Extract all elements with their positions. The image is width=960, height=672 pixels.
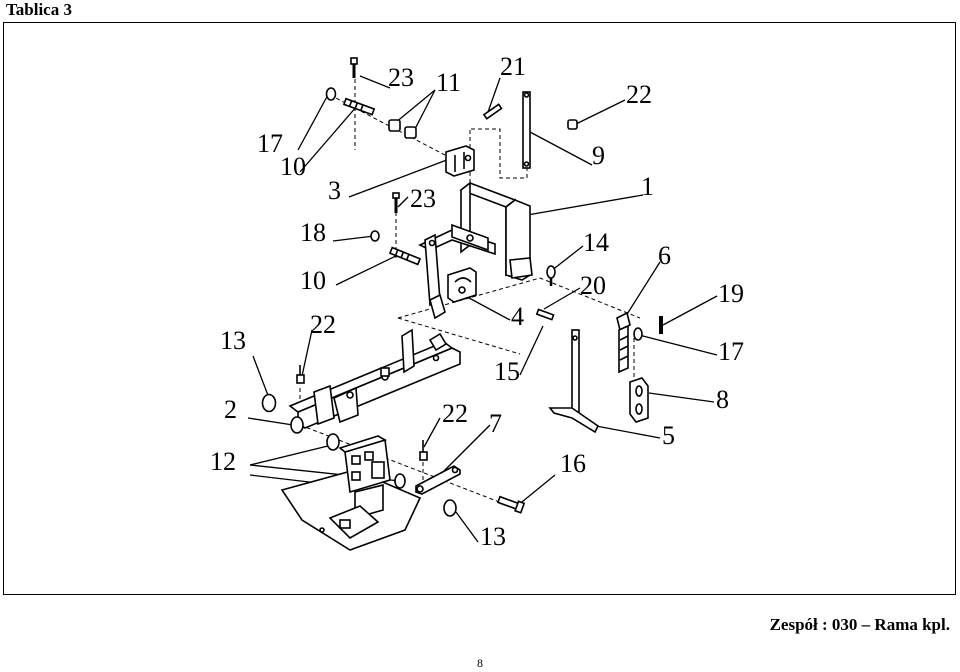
callout-23: 23 [388, 63, 414, 92]
bolt-16 [496, 495, 526, 514]
callout-1: 1 [641, 172, 654, 201]
nut-11 [388, 119, 401, 132]
leader-line [394, 89, 436, 124]
link-7 [415, 465, 461, 495]
callout-14: 14 [583, 228, 609, 257]
leader-line [299, 105, 358, 173]
leader-line [297, 92, 330, 151]
leader-line [516, 474, 556, 507]
callout-21: 21 [500, 52, 526, 81]
callout-11: 11 [436, 68, 461, 97]
callout-22b: 22 [310, 310, 336, 339]
bracket-3 [445, 145, 475, 177]
callout-6: 6 [658, 241, 671, 270]
callout-23b: 23 [410, 184, 436, 213]
leader-line [519, 325, 544, 376]
beam-2 [288, 328, 461, 434]
bolt-20 [535, 308, 555, 321]
callout-10: 10 [280, 152, 306, 181]
callout-2: 2 [224, 395, 237, 424]
bolt-10-mid [388, 246, 422, 266]
callout-17: 17 [257, 129, 283, 158]
gearbox-12 [280, 435, 422, 551]
leader-line [575, 99, 626, 125]
plate-8 [629, 377, 649, 423]
ring-13 [261, 393, 277, 413]
nut-11 [404, 126, 417, 139]
ring-13 [443, 499, 457, 517]
bolt-10-top [342, 97, 376, 116]
callout-3: 3 [328, 176, 341, 205]
callout-13b: 13 [480, 522, 506, 551]
bolt-23-top [350, 57, 358, 78]
leader-line [648, 392, 715, 403]
assembly-caption: Zespół : 030 – Rama kpl. [769, 615, 950, 634]
drawing-frame [3, 22, 956, 595]
leader-line [423, 417, 441, 448]
callout-20: 20 [580, 271, 606, 300]
clamp-4 [447, 267, 477, 303]
leader-line [332, 235, 375, 242]
nut-22-lower [419, 440, 428, 461]
callout-19: 19 [718, 279, 744, 308]
leader-line [397, 196, 409, 208]
leader-line [623, 261, 661, 320]
callout-8: 8 [716, 385, 729, 414]
callout-12: 12 [210, 447, 236, 476]
nut-22 [296, 365, 305, 384]
page-number: 8 [477, 656, 483, 670]
assembly-axis [299, 424, 521, 511]
leader-line [413, 89, 436, 132]
leader-line [437, 424, 491, 478]
eyebolt-14 [546, 265, 556, 286]
callout-13: 13 [220, 326, 246, 355]
leader-line [455, 511, 479, 543]
callout-4: 4 [511, 302, 524, 331]
leader-line [509, 194, 644, 219]
callout-7: 7 [489, 409, 502, 438]
page-title: Tablica 3 [6, 0, 72, 19]
callout-5: 5 [662, 421, 675, 450]
upright-5 [548, 329, 600, 434]
pin-21 [482, 103, 503, 120]
leader-line [543, 287, 581, 310]
leader-line [550, 245, 584, 272]
callout-17b: 17 [718, 337, 744, 366]
leader-line [348, 157, 453, 198]
leader-line [335, 252, 403, 286]
callout-9: 9 [592, 141, 605, 170]
assembly-axis [471, 98, 528, 179]
washer-18 [370, 230, 380, 242]
assembly-axis [397, 317, 521, 355]
leader-line [487, 77, 501, 113]
callout-10b: 10 [300, 266, 326, 295]
ring-12 [326, 433, 340, 451]
leader-line [595, 425, 661, 439]
rod-21 [522, 91, 531, 169]
leader-line [252, 355, 270, 399]
leader-line [529, 131, 593, 166]
callout-16: 16 [560, 449, 586, 478]
frame-1 [418, 181, 533, 320]
link-6 [616, 311, 631, 374]
leader-line [359, 75, 391, 89]
leader-line [662, 295, 718, 326]
leader-line [247, 417, 294, 426]
callout-15: 15 [494, 357, 520, 386]
callout-22c: 22 [442, 399, 468, 428]
bolt-23-mid [392, 192, 400, 213]
leader-line [301, 329, 313, 377]
exploded-frame-drawing: 23 11 21 22 17 10 9 3 23 1 18 14 6 10 20… [210, 52, 744, 551]
ring-12 [394, 473, 406, 489]
assembly-axis [397, 277, 641, 319]
callout-18: 18 [300, 218, 326, 247]
leader-line [638, 334, 718, 356]
callout-22: 22 [626, 80, 652, 109]
washer-17 [325, 87, 337, 101]
washer-17 [633, 327, 643, 341]
leader-line [249, 443, 337, 466]
nut-22 [567, 119, 578, 130]
